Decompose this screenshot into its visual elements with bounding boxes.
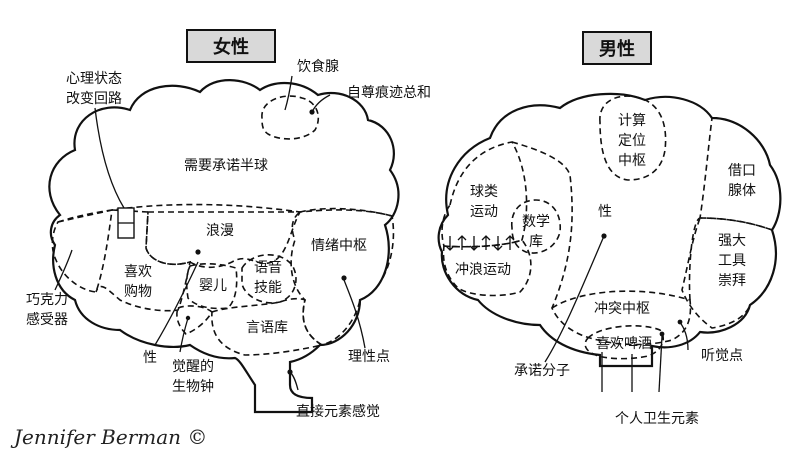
female-title-box xyxy=(186,29,276,63)
label-baby: 婴儿 xyxy=(199,278,227,294)
label-compute-2: 定位 xyxy=(618,133,646,149)
label-clock-2: 生物钟 xyxy=(172,378,214,395)
hemisphere-divider xyxy=(57,203,393,223)
label-shopping-2: 购物 xyxy=(124,284,152,300)
label-voice-1: 语音 xyxy=(254,259,282,276)
label-mood-loop-1: 心理状态 xyxy=(66,71,122,87)
label-beer: 喜欢啤酒 xyxy=(596,336,652,352)
label-commitment-hemisphere: 需要承诺半球 xyxy=(184,158,268,174)
beer-region xyxy=(584,325,664,360)
label-language: 言语库 xyxy=(246,320,288,336)
male-brain xyxy=(437,92,782,393)
surf-arrows xyxy=(445,235,515,251)
label-compute-1: 计算 xyxy=(618,113,646,129)
label-ball-2: 运动 xyxy=(470,204,498,220)
label-male-sex: 性 xyxy=(598,204,612,220)
label-math-2: 库 xyxy=(529,234,543,250)
female-brain xyxy=(48,75,400,414)
appetite-region xyxy=(261,95,319,140)
female-title: 女性 xyxy=(213,36,249,58)
label-ball-1: 球类 xyxy=(470,184,498,200)
language-region xyxy=(211,297,325,356)
label-tools-1: 强大 xyxy=(718,233,746,249)
label-conflict-center: 冲突中枢 xyxy=(594,301,650,317)
label-appetite-gland: 饮食腺 xyxy=(297,58,339,75)
emotion-center-region xyxy=(290,207,395,346)
label-hearing-point: 听觉点 xyxy=(701,348,743,364)
artist-signature: Jennifer Berman © xyxy=(10,425,207,449)
label-emotion-center: 情绪中枢 xyxy=(311,238,367,254)
label-surf: 冲浪运动 xyxy=(455,262,511,278)
label-self-esteem: 自尊痕迹总和 xyxy=(347,84,431,101)
male-brain-outline xyxy=(437,92,782,368)
male-divider-2 xyxy=(688,217,701,301)
label-chocolate-1: 巧克力 xyxy=(26,292,68,308)
surf-region xyxy=(442,239,532,297)
romance-region xyxy=(145,211,302,269)
label-commitment-molecule: 承诺分子 xyxy=(514,363,570,379)
label-excuse-2: 腺体 xyxy=(728,183,756,199)
tools-region xyxy=(681,217,777,329)
label-shopping-1: 喜欢 xyxy=(124,264,152,280)
label-romance: 浪漫 xyxy=(206,223,234,239)
shopping-region xyxy=(95,209,192,312)
label-mood-loop-2: 改变回路 xyxy=(66,91,122,107)
label-reason-point: 理性点 xyxy=(348,349,390,365)
chocolate-region xyxy=(51,208,113,293)
male-title-box xyxy=(582,31,652,65)
label-excuse-1: 借口 xyxy=(728,163,756,179)
excuse-region xyxy=(699,117,782,231)
ball-region xyxy=(441,141,528,248)
label-math-1: 数学 xyxy=(522,214,550,230)
voice-region xyxy=(241,254,297,304)
male-title: 男性 xyxy=(599,38,635,60)
baby-region xyxy=(185,263,238,310)
male-divider-1 xyxy=(511,141,573,309)
label-clock-1: 觉醒的 xyxy=(172,359,214,375)
label-voice-2: 技能 xyxy=(254,280,282,296)
math-region xyxy=(511,199,561,254)
label-female-sex: 性 xyxy=(143,350,157,366)
label-hygiene-elements: 个人卫生元素 xyxy=(615,411,699,427)
label-direct-elements: 直接元素感觉 xyxy=(296,403,380,420)
label-chocolate-2: 感受器 xyxy=(26,311,68,328)
clock-region xyxy=(176,305,214,335)
label-compute-3: 中枢 xyxy=(618,153,646,169)
label-tools-2: 工具 xyxy=(718,253,746,269)
label-tools-3: 崇拜 xyxy=(718,273,746,289)
